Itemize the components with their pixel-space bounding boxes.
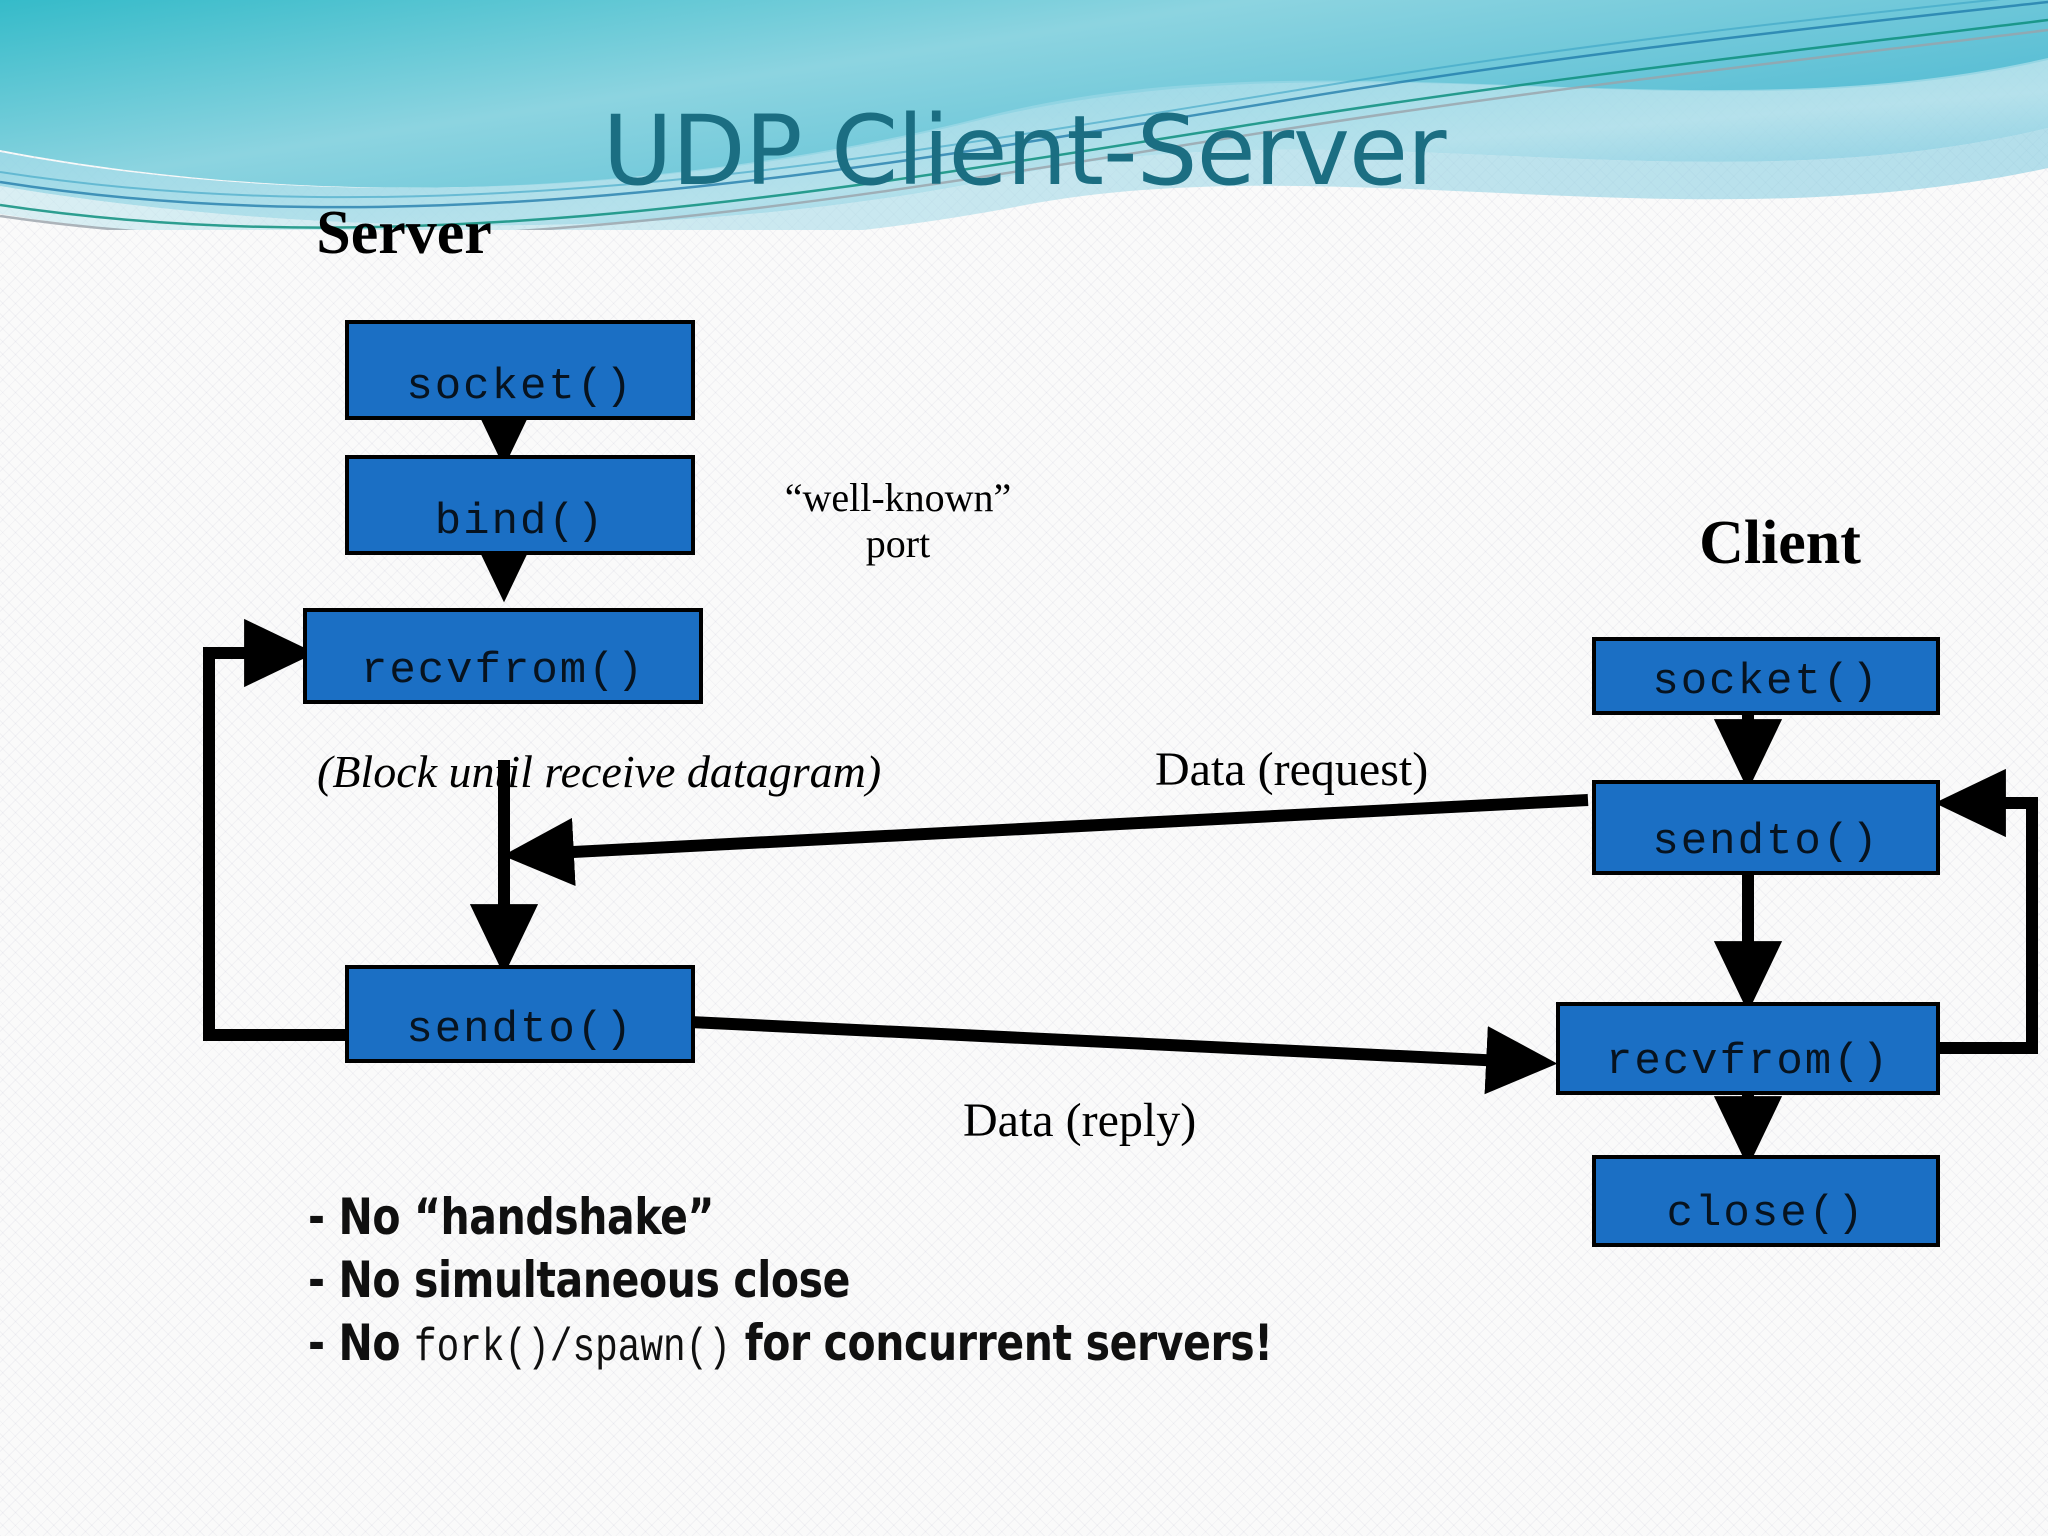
server-step-recvfrom-label: recvfrom() (360, 646, 646, 696)
note-line-1: - No “handshake” (308, 1188, 715, 1246)
client-step-socket[interactable]: socket() (1592, 637, 1940, 715)
client-step-socket-label: socket() (1652, 657, 1880, 707)
page-title: UDP Client-Server (602, 95, 1447, 207)
block-until-datagram-note: (Block until receive datagram) (317, 746, 882, 797)
server-step-recvfrom[interactable]: recvfrom() (303, 608, 703, 704)
server-column-heading: Server (316, 199, 492, 267)
server-step-socket-label: socket() (406, 362, 634, 412)
data-request-label: Data (request) (1155, 743, 1429, 796)
note-line-2: - No simultaneous close (308, 1251, 851, 1309)
server-step-socket[interactable]: socket() (345, 320, 695, 420)
client-step-sendto[interactable]: sendto() (1592, 780, 1940, 875)
summary-notes-list: - No “handshake” - No simultaneous close… (308, 1186, 1273, 1378)
well-known-port-note: “well-known” port (768, 475, 1028, 568)
note-line-3-code: fork()/spawn() (413, 1322, 731, 1374)
server-step-sendto-label: sendto() (406, 1005, 634, 1055)
note-line-3: - No fork()/spawn() for concurrent serve… (308, 1312, 1273, 1378)
server-step-sendto[interactable]: sendto() (345, 965, 695, 1063)
note-line-3-suffix: for concurrent servers! (730, 1314, 1273, 1372)
header-wave-decoration (0, 0, 2048, 230)
well-known-port-line2: port (865, 521, 931, 567)
note-line-3-prefix: - No (308, 1314, 414, 1372)
well-known-port-line1: “well-known” (784, 475, 1012, 520)
client-step-close-label: close() (1666, 1189, 1866, 1239)
client-step-close[interactable]: close() (1592, 1155, 1940, 1247)
client-step-sendto-label: sendto() (1652, 817, 1880, 867)
client-step-recvfrom[interactable]: recvfrom() (1556, 1002, 1940, 1095)
server-step-bind-label: bind() (434, 497, 606, 547)
server-step-bind[interactable]: bind() (345, 455, 695, 555)
client-step-recvfrom-label: recvfrom() (1605, 1037, 1891, 1087)
client-column-heading: Client (1699, 509, 1861, 577)
data-reply-label: Data (reply) (963, 1094, 1197, 1147)
